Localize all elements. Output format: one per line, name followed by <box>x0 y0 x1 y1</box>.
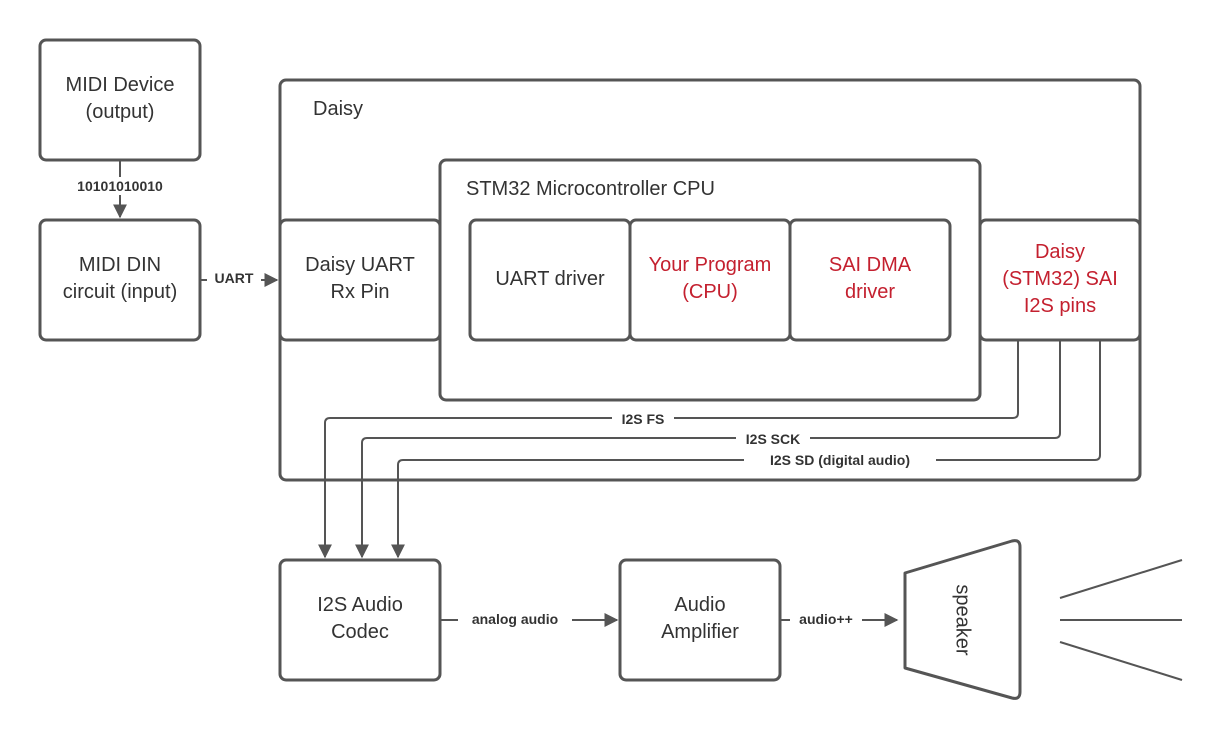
stm32-label: STM32 Microcontroller CPU <box>466 178 715 200</box>
daisy-uart-line2: Rx Pin <box>331 281 390 303</box>
analog-audio-label-bg <box>458 610 572 628</box>
speaker-shape <box>903 539 1022 700</box>
midi-device-box <box>38 38 202 162</box>
amplifier-box <box>618 558 782 682</box>
amplifier-line1: Audio <box>674 594 725 616</box>
uart-label-bg <box>207 269 261 287</box>
sai-dma-line1: SAI DMA <box>829 254 912 276</box>
your-program-line1: Your Program <box>649 254 772 276</box>
your-program-box <box>628 218 792 342</box>
i2s-fs-label-bg <box>612 410 674 427</box>
i2s-sck-label-bg <box>736 430 810 447</box>
sound-line-lower <box>1059 641 1183 681</box>
daisy-label: Daisy <box>313 98 363 120</box>
midi-device-line1: MIDI Device <box>66 74 175 96</box>
i2s-fs-label: I2S FS <box>622 411 665 427</box>
sai-pins-line3: I2S pins <box>1024 295 1096 317</box>
sound-line-upper <box>1059 559 1183 599</box>
sai-dma-box <box>788 218 952 342</box>
codec-box <box>278 558 442 682</box>
i2s-sd-label-bg <box>744 451 936 468</box>
midi-din-box <box>38 218 202 342</box>
midi-bits-label: 10101010010 <box>77 178 163 194</box>
i2s-sd-label: I2S SD (digital audio) <box>770 452 910 468</box>
your-program-line2: (CPU) <box>682 281 738 303</box>
amplifier-line2: Amplifier <box>661 621 739 643</box>
sai-dma-line2: driver <box>845 281 895 303</box>
daisy-uart-box <box>278 218 442 342</box>
codec-line2: Codec <box>331 621 389 643</box>
daisy-uart-line1: Daisy UART <box>305 254 415 276</box>
speaker-label: speaker <box>952 584 974 655</box>
midi-device-line2: (output) <box>86 101 155 123</box>
uart-driver-label: UART driver <box>495 268 605 290</box>
sai-pins-line1: Daisy <box>1035 241 1085 263</box>
i2s-sck-wire <box>355 340 1061 559</box>
i2s-sck-label: I2S SCK <box>746 431 800 447</box>
sai-pins-line2: (STM32) SAI <box>1002 268 1118 290</box>
midi-bits-label-bg <box>62 177 178 195</box>
audio-plus-label: audio++ <box>799 611 853 627</box>
codec-line1: I2S Audio <box>317 594 403 616</box>
midi-din-line1: MIDI DIN <box>79 254 161 276</box>
analog-audio-label: analog audio <box>472 611 558 627</box>
audio-plus-label-bg <box>790 610 862 628</box>
uart-label: UART <box>215 270 254 286</box>
midi-din-line2: circuit (input) <box>63 281 177 303</box>
